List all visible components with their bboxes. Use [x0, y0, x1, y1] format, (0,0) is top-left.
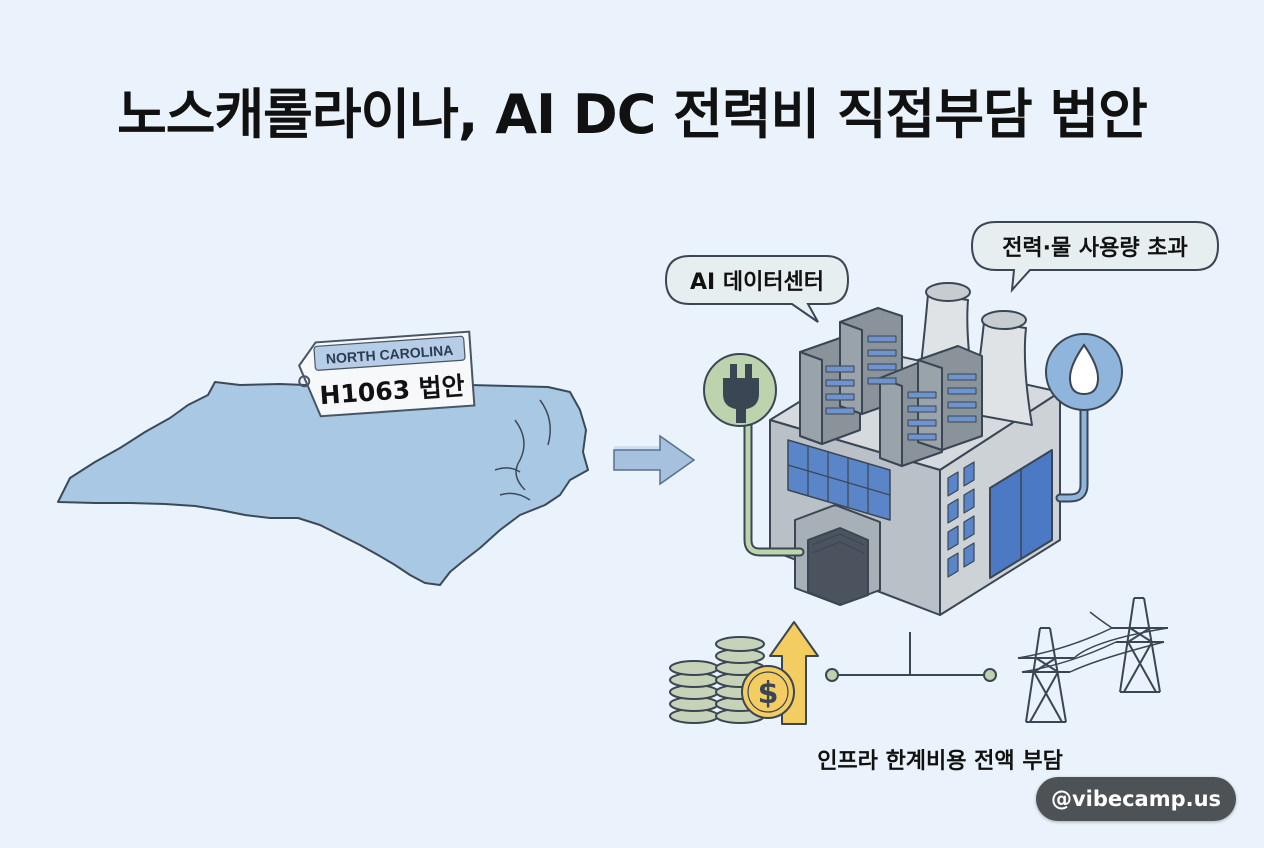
plug-connector: [703, 353, 805, 557]
tag-hole: [298, 375, 311, 388]
svg-text:$: $: [758, 676, 779, 711]
watermark-badge[interactable]: @vibecamp.us: [1036, 777, 1236, 821]
usage-bubble-text: 전력·물 사용량 초과: [1002, 236, 1188, 261]
infrastructure-cost-caption: 인프라 한계비용 전액 부담: [817, 749, 1063, 774]
water-drop-icon: [1068, 343, 1100, 396]
plug-icon: [723, 364, 759, 423]
arrow-right-icon: [613, 434, 696, 486]
datacenter-bubble-text: AI 데이터센터: [690, 270, 824, 295]
datacenter-bubble: AI 데이터센터: [664, 255, 850, 323]
usage-bubble: 전력·물 사용량 초과: [970, 221, 1220, 293]
water-connector: [1045, 333, 1123, 503]
north-carolina-map: [57, 381, 589, 586]
bill-tag: NORTH CAROLINA H1063 법안: [298, 330, 476, 418]
connection-line: [825, 632, 997, 682]
page-title: 노스캐롤라이나, AI DC 전력비 직접부담 법안: [117, 83, 1148, 146]
dollar-coin-icon: $: [741, 665, 795, 719]
datacenter-building: [769, 282, 1061, 616]
power-tower-icon: [1017, 597, 1169, 723]
